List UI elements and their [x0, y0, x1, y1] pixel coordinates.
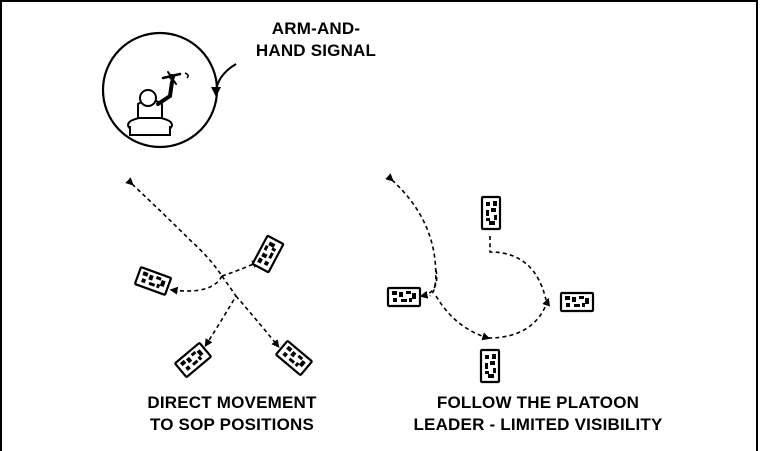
- right-caption-line-2: LEADER - LIMITED VISIBILITY: [413, 415, 663, 434]
- signal-label-line-2: HAND SIGNAL: [255, 41, 377, 60]
- left-tank-southeast: [274, 339, 314, 377]
- right-diagram: [385, 173, 595, 384]
- signal-inset: [101, 31, 237, 149]
- left-path-to-west-tank: [169, 275, 223, 295]
- frame-right-border: [756, 0, 758, 451]
- left-caption: DIRECT MOVEMENT TO SOP POSITIONS: [102, 392, 362, 436]
- right-tank-west: [386, 286, 422, 308]
- left-caption-line-2: TO SOP POSITIONS: [149, 415, 315, 434]
- left-approach-path: [125, 177, 223, 277]
- left-diagram: [125, 177, 314, 379]
- right-caption: FOLLOW THE PLATOON LEADER - LIMITED VISI…: [378, 392, 698, 436]
- left-tank-west: [133, 265, 173, 297]
- right-path-to-west-tank: [419, 269, 438, 299]
- signal-label-line-1: ARM-AND-: [271, 19, 361, 38]
- right-tank-south: [479, 348, 501, 384]
- left-tank-northeast: [251, 234, 285, 274]
- right-path-to-east-tank: [487, 297, 550, 339]
- right-caption-line-1: FOLLOW THE PLATOON: [436, 393, 640, 412]
- frame-left-border: [0, 0, 2, 451]
- signal-pointer-arrow: [211, 63, 237, 97]
- right-path-south: [435, 295, 491, 341]
- right-tank-north: [480, 195, 502, 231]
- frame-top-border: [0, 0, 758, 2]
- soldier-figure-icon: [127, 71, 189, 136]
- right-approach-path: [385, 173, 437, 297]
- signal-label: ARM-AND- HAND SIGNAL: [216, 18, 416, 62]
- left-path-to-southeast-tank: [235, 295, 280, 348]
- left-tank-south: [173, 341, 213, 379]
- left-caption-line-1: DIRECT MOVEMENT: [147, 393, 317, 412]
- right-tank-east: [559, 291, 595, 313]
- right-path-north-loop: [489, 236, 547, 301]
- left-path-to-northeast-tank: [221, 260, 261, 277]
